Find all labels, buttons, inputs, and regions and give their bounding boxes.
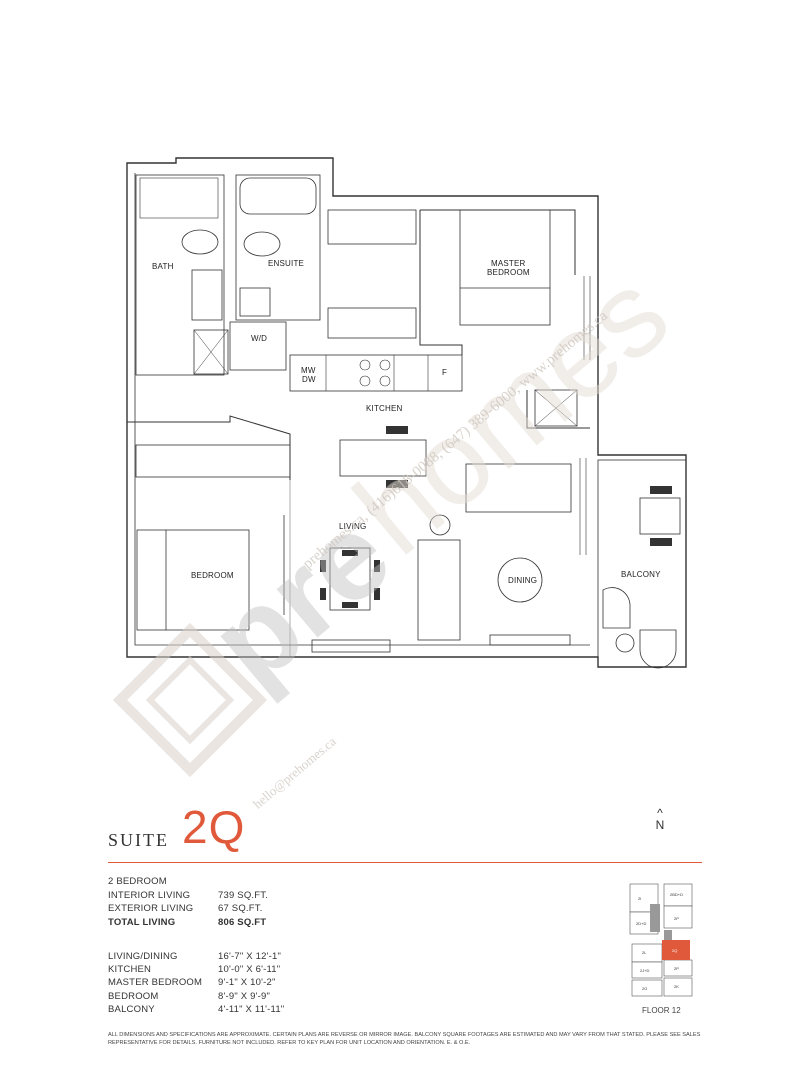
room-label-dining: DINING — [508, 576, 538, 585]
spec-interior-label: INTERIOR LIVING — [108, 890, 191, 901]
key-plan: 2I 2BD+D 2D+D 2P 2L 2Q 2J+D 2P 2G 2K — [629, 883, 693, 997]
suite-number: 2Q — [182, 801, 246, 853]
key-unit-2p-bottom: 2P — [674, 966, 679, 971]
room-label-master-line1: MASTER — [491, 259, 526, 268]
dim-balcony-label: BALCONY — [108, 1004, 155, 1015]
key-unit-2k: 2K — [674, 984, 679, 989]
room-label-bedroom: BEDROOM — [191, 571, 234, 580]
title-divider — [108, 862, 702, 863]
key-unit-2i: 2I — [638, 896, 641, 901]
key-plan-highlight — [662, 940, 690, 960]
north-arrow-icon: ^ — [657, 806, 663, 820]
room-label-wd: W/D — [251, 334, 268, 343]
disclaimer-text: ALL DIMENSIONS AND SPECIFICATIONS ARE AP… — [108, 1032, 701, 1046]
spec-interior-value: 739 SQ.FT. — [218, 890, 269, 901]
suite-word: SUITE — [108, 830, 169, 850]
key-unit-2l: 2L — [642, 950, 647, 955]
key-unit-2p-top: 2P — [674, 916, 679, 921]
key-unit-2q: 2Q — [672, 948, 677, 953]
key-unit-2g: 2G — [642, 986, 647, 991]
spec-exterior-label: EXTERIOR LIVING — [108, 903, 194, 914]
north-letter: N — [655, 818, 665, 832]
spec-total-value: 806 SQ.FT — [218, 917, 267, 928]
north-arrow: ^ N — [650, 806, 670, 832]
spec-exterior-value: 67 SQ.FT. — [218, 903, 263, 914]
room-label-bath: BATH — [152, 262, 174, 271]
dim-living-dining-label: LIVING/DINING — [108, 951, 178, 962]
room-label-mw: MW — [301, 366, 316, 375]
room-label-fridge: F — [442, 368, 448, 377]
dim-bedroom-value: 8'-9" X 9'-9" — [218, 991, 271, 1002]
dim-master-label: MASTER BEDROOM — [108, 977, 203, 988]
spec-bedrooms: 2 BEDROOM — [108, 876, 167, 887]
dim-master-value: 9'-1" X 10'-2" — [218, 977, 276, 988]
dim-kitchen-value: 10'-0" X 6'-11" — [218, 964, 281, 975]
room-label-dw: DW — [302, 375, 316, 384]
dim-bedroom-label: BEDROOM — [108, 991, 159, 1002]
dim-living-dining-value: 16'-7" X 12'-1" — [218, 951, 282, 962]
key-unit-2dd: 2D+D — [636, 921, 646, 926]
key-unit-2jd: 2J+D — [640, 968, 650, 973]
room-label-balcony: BALCONY — [621, 570, 661, 579]
key-unit-2bdd: 2BD+D — [670, 892, 683, 897]
key-plan-floor-label: FLOOR 12 — [642, 1006, 681, 1015]
room-label-kitchen: KITCHEN — [366, 404, 403, 413]
dim-balcony-value: 4'-11" X 11'-11" — [218, 1004, 285, 1015]
room-label-living: LIVING — [339, 522, 367, 531]
room-label-ensuite: ENSUITE — [268, 259, 305, 268]
floor-plan-drawing — [126, 157, 687, 669]
dim-kitchen-label: KITCHEN — [108, 964, 152, 975]
room-label-master-line2: BEDROOM — [487, 268, 530, 277]
spec-total-label: TOTAL LIVING — [108, 917, 176, 928]
